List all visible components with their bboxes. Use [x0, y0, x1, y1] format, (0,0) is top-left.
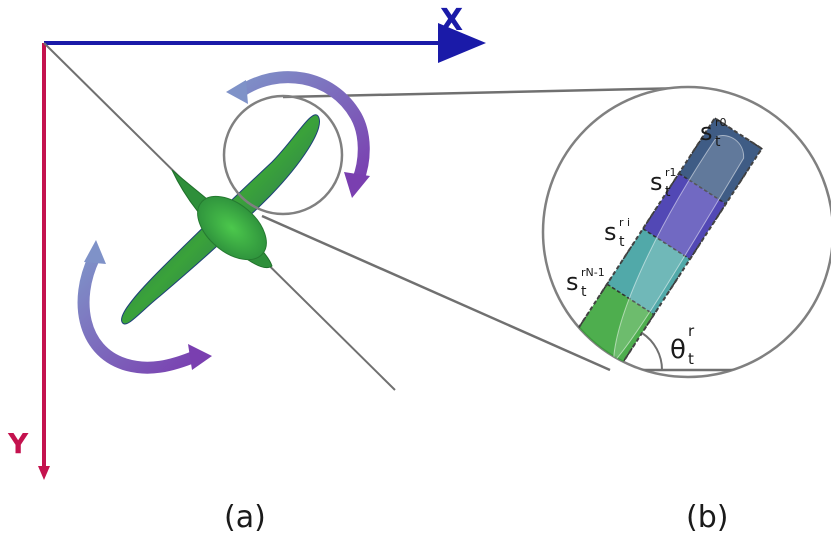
- segment-label-sup-3: rN-1: [581, 266, 605, 279]
- segment-label-sub-2: t: [619, 234, 625, 250]
- y-axis-arrowhead: [38, 466, 50, 480]
- segment-label-sup-2: r i: [619, 216, 630, 229]
- zoom-source-circle: [222, 94, 344, 216]
- segment-label-sup-0: r0: [715, 116, 727, 129]
- segment-label-2: s: [604, 218, 617, 246]
- segment-label-0: s: [700, 118, 713, 146]
- segment-label-1: s: [650, 168, 663, 196]
- x-axis-label: X: [440, 3, 463, 38]
- rotation-arrow-bottom-tail: [84, 240, 106, 264]
- segment-label-sub-0: t: [715, 134, 721, 150]
- rotation-arrow-top-tail: [226, 80, 248, 104]
- angle-sub: t: [688, 350, 694, 368]
- rotation-arrow-bottom-head: [188, 344, 212, 370]
- segment-label-sub-3: t: [581, 284, 587, 300]
- segment-label-sup-1: r1: [665, 166, 677, 179]
- segment-label-sub-1: t: [665, 184, 671, 200]
- angle-sup: r: [688, 322, 695, 340]
- rotation-arrow-bottom: [77, 252, 202, 374]
- panel-label-b: (b): [686, 500, 729, 535]
- y-axis-label: Y: [7, 427, 29, 460]
- rotation-arrow-top: [234, 71, 370, 186]
- panel-label-a: (a): [224, 500, 266, 535]
- segment-label-3: s: [566, 268, 579, 296]
- segment-body-highlight: [612, 134, 745, 364]
- guide-line-lens-bottom: [261, 214, 611, 372]
- organism-center: [197, 195, 267, 261]
- angle-symbol: θ: [670, 335, 686, 365]
- organism-body: [121, 114, 320, 325]
- segment-1: [641, 172, 727, 261]
- angle-arc: [641, 332, 664, 371]
- guide-line-lens-top: [282, 86, 689, 99]
- rotation-arrow-top-head: [344, 172, 370, 198]
